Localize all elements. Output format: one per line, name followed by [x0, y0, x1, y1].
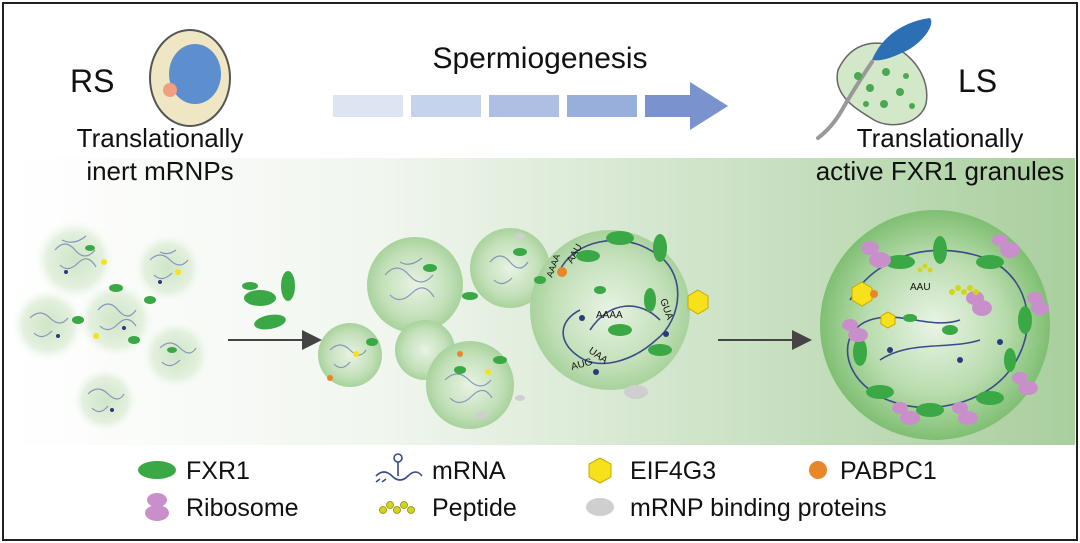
round-spermatid-icon: [149, 29, 231, 127]
peptide-icon: [379, 501, 415, 514]
ls-caption-line2: active FXR1 granules: [816, 156, 1065, 186]
assembling-granules-group: AAU AAAA GUA AAAA UAA AUG: [318, 228, 709, 429]
ls-label: LS: [958, 63, 997, 99]
ls-caption-line1: Translationally: [857, 123, 1024, 153]
pabpc1-icon: [809, 461, 827, 479]
inert-mrnp-cluster-group: [12, 220, 210, 432]
legend-label-fxr1: FXR1: [186, 457, 250, 485]
codon-label-aau-right: AAU: [910, 282, 931, 293]
legend-label-eif4g3: EIF4G3: [630, 457, 716, 485]
legend-label-mrna: mRNA: [432, 457, 506, 485]
spermiogenesis-arrow: [333, 82, 728, 130]
fxr1-icon: [138, 461, 176, 479]
mrnp-binding-icon: [586, 498, 614, 516]
legend-label-mrnp-binding: mRNP binding proteins: [630, 494, 887, 522]
rs-caption-line2: inert mRNPs: [86, 156, 233, 186]
legend-label-ribosome: Ribosome: [186, 494, 299, 522]
polya-label-center: AAAA: [596, 310, 623, 321]
rs-caption-line1: Translationally: [77, 123, 244, 153]
elongated-spermatid-icon: [816, 18, 932, 140]
codon-label-aug: AUG: [570, 357, 594, 373]
legend-label-pabpc1: PABPC1: [840, 457, 937, 485]
legend: FXR1 mRNA EIF4G3 PABPC1 Ribosome Peptide…: [138, 453, 937, 522]
ribosome-icon: [145, 493, 169, 521]
mrna-icon: [375, 453, 423, 483]
rs-label: RS: [70, 63, 114, 99]
process-label: Spermiogenesis: [432, 42, 647, 75]
legend-label-peptide: Peptide: [432, 494, 517, 522]
free-fxr1-proteins: [242, 271, 295, 330]
active-fxr1-granule: AAU: [820, 210, 1050, 440]
eif4g3-icon: [588, 457, 612, 484]
